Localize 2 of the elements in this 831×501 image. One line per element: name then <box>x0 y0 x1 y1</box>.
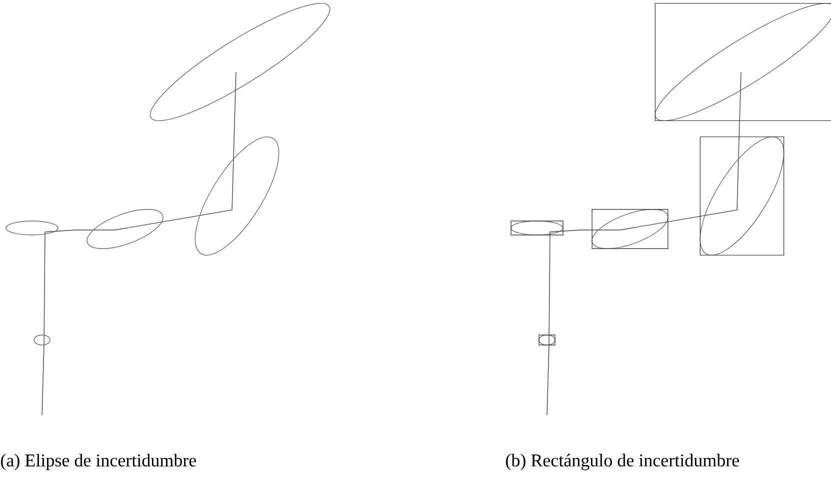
caption: (b) Rectángulo de incertidumbre <box>506 454 740 470</box>
caption: (a) Elipse de incertidumbre <box>1 454 196 470</box>
